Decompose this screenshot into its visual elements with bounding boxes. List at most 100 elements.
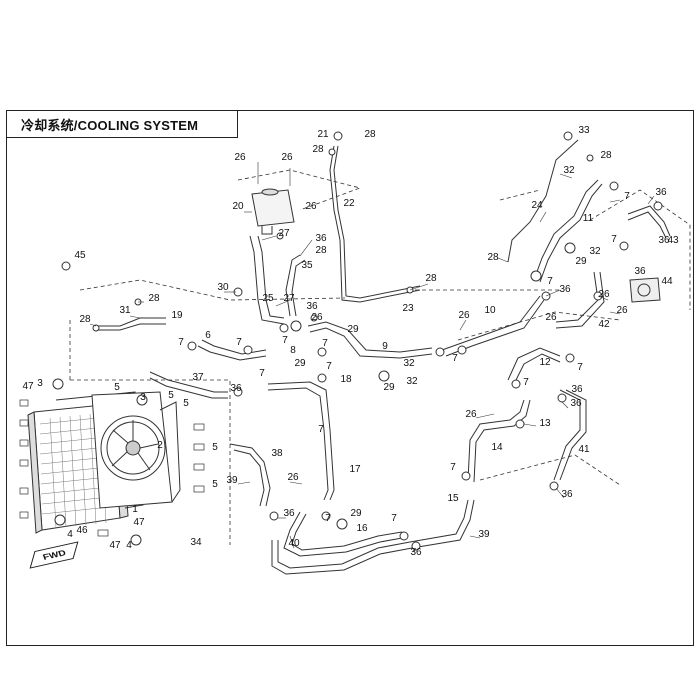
part-callout: 14 xyxy=(491,442,503,453)
part-callout: 28 xyxy=(315,245,327,256)
part-callout: 34 xyxy=(190,537,202,548)
part-callout: 31 xyxy=(119,305,131,316)
part-callout: 7 xyxy=(325,513,331,524)
part-callout: 32 xyxy=(406,376,418,387)
part-callout: 7 xyxy=(547,276,553,287)
part-callout: 40 xyxy=(288,538,300,549)
part-callout: 39 xyxy=(226,475,238,486)
part-callout: 32 xyxy=(403,358,415,369)
part-callout: 24 xyxy=(531,200,543,211)
part-callout: 12 xyxy=(539,357,551,368)
part-callout: 4 xyxy=(126,540,132,551)
part-callout: 29 xyxy=(383,382,395,393)
part-callout: 32 xyxy=(589,246,601,257)
part-callout: 46 xyxy=(76,525,88,536)
part-callout: 7 xyxy=(282,335,288,346)
part-callout: 26 xyxy=(465,409,477,420)
part-callout: 36 xyxy=(315,233,327,244)
part-callout: 3 xyxy=(140,392,146,403)
part-callout: 29 xyxy=(347,324,359,335)
part-callout: 26 xyxy=(616,305,628,316)
part-callout: 36 xyxy=(655,187,667,198)
part-callout: 28 xyxy=(148,293,160,304)
part-callout: 28 xyxy=(364,129,376,140)
part-callout: 28 xyxy=(487,252,499,263)
hoses xyxy=(96,139,671,575)
part-callout: 36 xyxy=(559,284,571,295)
part-callout: 5 xyxy=(212,442,218,453)
part-callout: 36 xyxy=(230,383,242,394)
part-callout: 22 xyxy=(343,198,355,209)
part-callout: 43 xyxy=(667,235,679,246)
part-callout: 6 xyxy=(205,330,211,341)
part-callout: 26 xyxy=(234,152,246,163)
diagram-title: 冷却系统/COOLING SYSTEM xyxy=(21,117,199,133)
part-callout: 30 xyxy=(217,282,229,293)
part-callout: 42 xyxy=(598,319,610,330)
part-callout: 44 xyxy=(661,276,673,287)
part-callout: 7 xyxy=(178,337,184,348)
part-callout: 45 xyxy=(74,250,86,261)
part-callout: 28 xyxy=(600,150,612,161)
part-callout: 36 xyxy=(410,547,422,558)
part-callout: 28 xyxy=(425,273,437,284)
part-callout: 25 xyxy=(262,293,274,304)
part-callout: 36 xyxy=(306,301,318,312)
part-callout: 26 xyxy=(458,310,470,321)
part-callout: 36 xyxy=(634,266,646,277)
diagram-frame xyxy=(6,110,694,646)
part-callout: 1 xyxy=(132,504,138,515)
expansion-tank xyxy=(251,188,295,235)
part-callout: 16 xyxy=(356,523,368,534)
part-callout: 9 xyxy=(382,341,388,352)
part-callout: 7 xyxy=(523,377,529,388)
part-callout: 26 xyxy=(281,152,293,163)
title-box: 冷却系统/COOLING SYSTEM xyxy=(6,110,238,138)
part-callout: 19 xyxy=(171,310,183,321)
part-callout: 8 xyxy=(290,345,296,356)
part-callout: 36 xyxy=(561,489,573,500)
leader-lines xyxy=(89,162,655,553)
part-callout: 5 xyxy=(114,382,120,393)
fan-shroud xyxy=(91,391,181,509)
part-callout: 7 xyxy=(611,234,617,245)
part-callout: 36 xyxy=(570,398,582,409)
part-callout: 18 xyxy=(340,374,352,385)
clamps xyxy=(52,131,663,551)
part-callout: 32 xyxy=(563,165,575,176)
part-callout: 26 xyxy=(545,312,557,323)
part-callout: 13 xyxy=(539,418,551,429)
part-callout: 38 xyxy=(271,448,283,459)
part-callout: 26 xyxy=(311,312,323,323)
part-callout: 36 xyxy=(283,508,295,519)
part-callout: 29 xyxy=(350,508,362,519)
part-callout: 4 xyxy=(67,529,73,540)
part-callout: 26 xyxy=(598,289,610,300)
part-callout: 11 xyxy=(583,213,594,224)
part-callout: 7 xyxy=(322,338,328,349)
fwd-label: FWD xyxy=(41,548,67,562)
part-callout: 7 xyxy=(318,424,324,435)
part-callout: 10 xyxy=(484,305,496,316)
part-callout: 29 xyxy=(575,256,587,267)
part-callout: 35 xyxy=(301,260,313,271)
part-callout: 37 xyxy=(192,372,204,383)
part-callout: 28 xyxy=(79,314,91,325)
part-callout: 7 xyxy=(259,368,265,379)
part-callout: 41 xyxy=(578,444,590,455)
part-callout: 7 xyxy=(624,191,630,202)
part-callout: 27 xyxy=(278,228,290,239)
part-callout: 36 xyxy=(658,235,670,246)
part-callout: 7 xyxy=(577,362,583,373)
part-callout: 26 xyxy=(305,201,317,212)
part-callout: 15 xyxy=(447,493,459,504)
part-callout: 21 xyxy=(317,129,329,140)
part-callout: 27 xyxy=(283,293,295,304)
part-callout: 33 xyxy=(578,125,590,136)
part-callout: 47 xyxy=(133,517,145,528)
part-callout: 36 xyxy=(571,384,583,395)
part-callout: 5 xyxy=(212,479,218,490)
part-callout: 20 xyxy=(232,201,244,212)
part-callout: 7 xyxy=(452,353,458,364)
